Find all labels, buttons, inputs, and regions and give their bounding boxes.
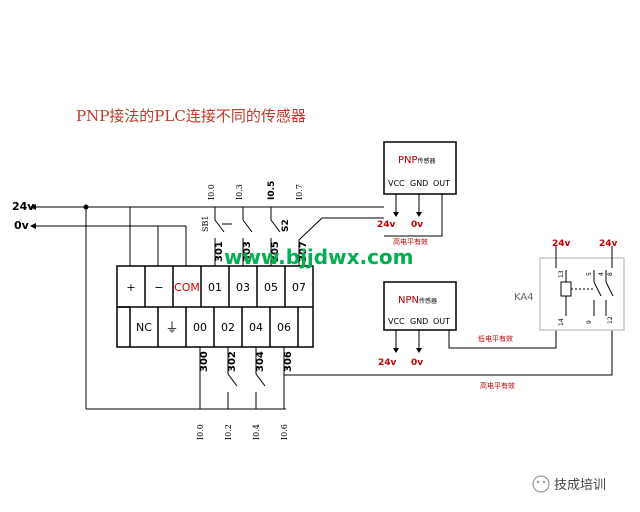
input-i02-bottom: I0.2 [224,424,233,440]
ground-icon: ⏚ [165,321,178,336]
power-rails [30,204,384,410]
pnp-pin-vcc: VCC [388,179,405,188]
top-input-wiring [214,207,384,266]
npn-sensor: NPN传感器 VCC GND OUT 24v 0v 低电平有效 [378,281,557,368]
terminal-labels-bottom: NC ⏚ 00 02 04 06 [136,321,291,336]
terminal-com: COM [174,281,200,294]
input-i05-top: I0.5 [267,181,277,200]
plc-terminal-block [116,265,314,348]
brand-text: 技成培训 [554,477,606,493]
switch-sb1-label: SB1 [201,216,210,232]
bottom-input-addresses: I0.0 I0.2 I0.4 I0.6 [196,424,289,440]
relay-supply-right: 24v [599,239,618,249]
relay-pin-4: 4 [598,272,605,276]
terminal-labels-top: + − COM 01 03 05 07 [126,281,306,294]
diagram-title: PNP接法的PLC连接不同的传感器 [76,107,306,125]
wire-304: 304 [255,351,266,372]
npn-note: 低电平有效 [478,334,513,343]
wire-301: 301 [214,241,225,262]
terminal-00: 00 [193,321,207,334]
input-i07-top: I0.7 [295,184,304,200]
relay-ka4: KA4 24v 24v 13 14 5 9 4 8 12 [514,239,625,331]
relay-pin-5: 5 [586,272,593,276]
terminal-04: 04 [249,321,263,334]
npn-pin-gnd: GND [410,317,428,326]
rail-0v-label: 0v [14,219,30,232]
npn-sensor-title: NPN传感器 [398,295,437,306]
watermark-text: www.bjjdwx.com [224,245,414,269]
wire-306: 306 [283,351,294,372]
terminal-06: 06 [277,321,291,334]
wire-303: 303 [242,241,253,262]
terminal-02: 02 [221,321,235,334]
input-i04-bottom: I0.4 [252,424,261,440]
relay-pin-12: 12 [607,316,614,324]
relay-pin-9: 9 [586,320,593,324]
relay-pin-14: 14 [558,318,565,326]
top-input-addresses: I0.0 I0.3 I0.5 I0.7 [207,181,304,200]
wire-302: 302 [227,351,238,372]
npn-pin-out: OUT [433,317,450,326]
bottom-note: 高电平有效 [480,381,515,390]
rail-24v-label: 24v [12,200,35,213]
pnp-pin-gnd: GND [410,179,428,188]
input-i06-bottom: I0.6 [280,424,289,440]
terminal-05: 05 [264,281,278,294]
title-text: PNP接法的PLC连接不同的传感器 [76,107,306,125]
pnp-note: 高电平有效 [393,237,428,246]
input-i03-top: I0.3 [235,184,244,200]
input-i00-top: I0.0 [207,184,216,200]
input-i00-bottom: I0.0 [196,424,205,440]
pnp-sensor: PNP传感器 VCC GND OUT 24v 0v 高电平有效 [377,141,457,246]
terminal-plus: + [126,281,135,294]
wechat-icon [532,475,550,493]
bottom-input-wiring [199,330,613,409]
wire-300: 300 [199,351,210,372]
wire-305: 305 [270,241,281,262]
relay-supply-left: 24v [552,239,571,249]
terminal-minus: − [154,281,163,294]
bottom-wire-numbers: 300 302 304 306 [199,351,294,372]
npn-supply-24v: 24v [378,358,397,368]
terminal-nc: NC [136,321,152,334]
relay-pin-13: 13 [558,270,565,278]
terminal-01: 01 [208,281,222,294]
switch-s2-label: S2 [281,219,291,232]
brand-footer: 技成培训 [532,475,606,493]
terminal-03: 03 [236,281,250,294]
relay-pin-8: 8 [607,272,614,276]
terminal-07: 07 [292,281,306,294]
pnp-supply-0v: 0v [411,220,423,230]
npn-supply-0v: 0v [411,358,423,368]
npn-pin-vcc: VCC [388,317,405,326]
pnp-sensor-title: PNP传感器 [398,155,436,166]
wire-307: 307 [298,241,309,262]
pnp-pin-out: OUT [433,179,450,188]
relay-name: KA4 [514,292,534,303]
pnp-supply-24v: 24v [377,220,396,230]
top-wire-numbers: 301 303 305 307 [214,241,309,262]
